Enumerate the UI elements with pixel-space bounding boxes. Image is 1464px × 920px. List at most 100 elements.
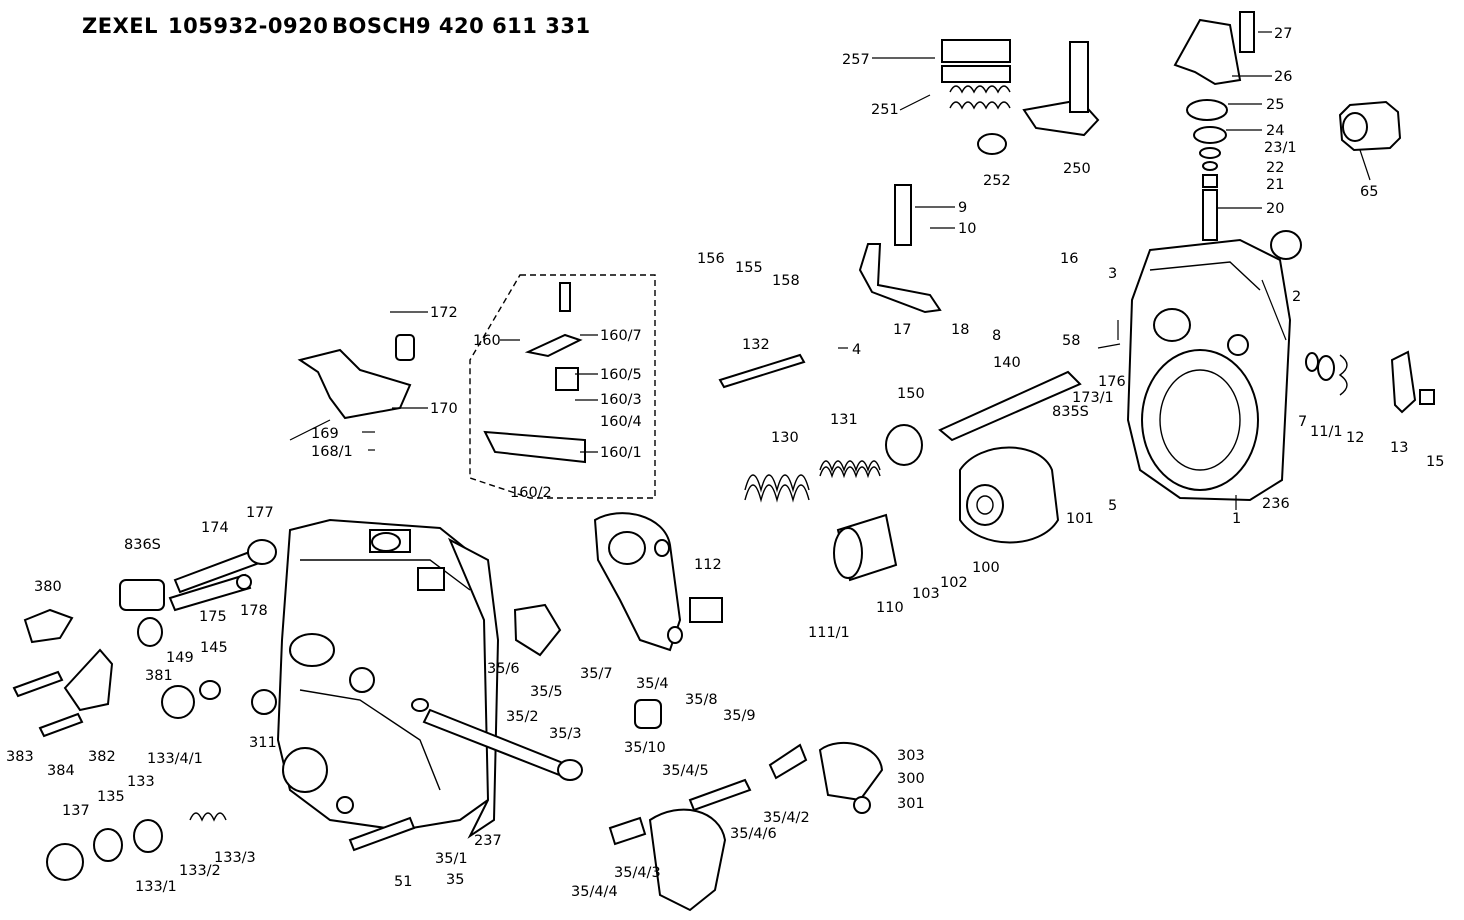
label-236: 236 [1262,496,1290,512]
header-zexel-number: 105932-0920 [168,14,329,38]
label-149: 149 [166,650,194,666]
label-16: 16 [1060,251,1078,267]
label-381: 381 [145,668,173,684]
sleeve-836s [119,579,165,611]
label-100: 100 [972,560,1000,576]
screw-383 [12,670,64,698]
label-10: 10 [958,221,976,237]
label-160-7: 160/7 [600,328,642,344]
nut-177 [247,539,277,565]
label-155: 155 [735,260,763,276]
label-12: 12 [1346,430,1364,446]
sleeve-160-5 [555,367,579,391]
label-133-4-1: 133/4/1 [147,751,203,767]
stud-170 [395,334,415,361]
arm-35-4-lower [648,808,727,912]
screw-384 [38,712,84,738]
plate-250 [1069,41,1089,113]
cap-135 [93,828,123,862]
label-20: 20 [1266,201,1284,217]
label-133-1: 133/1 [135,879,177,895]
label-8: 8 [992,328,1001,344]
label-9: 9 [958,200,967,216]
label-176: 176 [1098,374,1126,390]
label-15: 15 [1426,454,1444,470]
label-35-9: 35/9 [723,708,756,724]
label-101: 101 [1066,511,1094,527]
label-35-4: 35/4 [636,676,669,692]
label-17: 17 [893,322,911,338]
nut-145 [199,680,221,700]
seal-311 [251,689,277,715]
label-1: 1 [1232,511,1241,527]
screw-380 [23,608,74,644]
label-257: 257 [842,52,870,68]
nut-381 [137,617,163,647]
label-110: 110 [876,600,904,616]
pump-housing-35 [276,518,500,839]
label-103: 103 [912,586,940,602]
label-835s: 835S [1052,404,1089,420]
bushing-35-10 [634,699,662,729]
lever-17 [858,243,942,314]
label-158: 158 [772,273,800,289]
label-170: 170 [430,401,458,417]
label-112: 112 [694,557,722,573]
nut-301 [853,796,871,814]
spring-12 [1338,354,1348,396]
label-35-2: 35/2 [506,709,539,725]
label-21: 21 [1266,177,1284,193]
block-112 [689,597,723,623]
label-174: 174 [201,520,229,536]
label-301: 301 [897,796,925,812]
label-160-2: 160/2 [510,485,552,501]
label-160-1: 160/1 [600,445,642,461]
label-132: 132 [742,337,770,353]
label-35-6: 35/6 [487,661,520,677]
lever-26 [1173,18,1242,86]
washer-11-1 [1317,355,1335,381]
sleeve-257 [941,39,1011,63]
label-35-3: 35/3 [549,726,582,742]
label-380: 380 [34,579,62,595]
label-137: 137 [62,803,90,819]
label-24: 24 [1266,123,1284,139]
cap-137 [46,843,84,881]
plug-2 [1270,230,1302,260]
label-178: 178 [240,603,268,619]
header-brand-bosch: BOSCH [332,14,417,38]
assembly-box-160 [469,274,656,499]
washer-25 [1186,99,1228,121]
label-172: 172 [430,305,458,321]
rod-132 [718,353,806,389]
header-bosch-number: 9 420 611 331 [416,14,591,38]
cam-ring-100 [959,446,1060,544]
spacer-21 [1202,174,1218,188]
drive-shaft-140 [938,370,1082,442]
governor-spring-130 [744,474,810,503]
spring-251 [949,85,1011,94]
label-140: 140 [993,355,1021,371]
label-5: 5 [1108,498,1117,514]
nut-252 [977,133,1007,155]
label-169: 169 [311,426,339,442]
shaft-20 [1202,189,1218,241]
label-35: 35 [446,872,464,888]
washer-178 [236,574,252,590]
label-35-4-4: 35/4/4 [571,884,618,900]
label-35-4-2: 35/4/2 [763,810,810,826]
label-65: 65 [1360,184,1378,200]
lever-160-7 [524,333,583,358]
screw-160-7 [559,282,571,312]
spring-133-3 [189,812,227,822]
label-251: 251 [871,102,899,118]
label-384: 384 [47,763,75,779]
label-168-1: 168/1 [311,444,353,460]
label-35-4-6: 35/4/6 [730,826,777,842]
label-35-4-3: 35/4/3 [614,865,661,881]
screw-35-4-5 [688,778,752,812]
screw-27 [1239,11,1255,53]
screw-175 [168,573,252,612]
label-160-3: 160/3 [600,392,642,408]
